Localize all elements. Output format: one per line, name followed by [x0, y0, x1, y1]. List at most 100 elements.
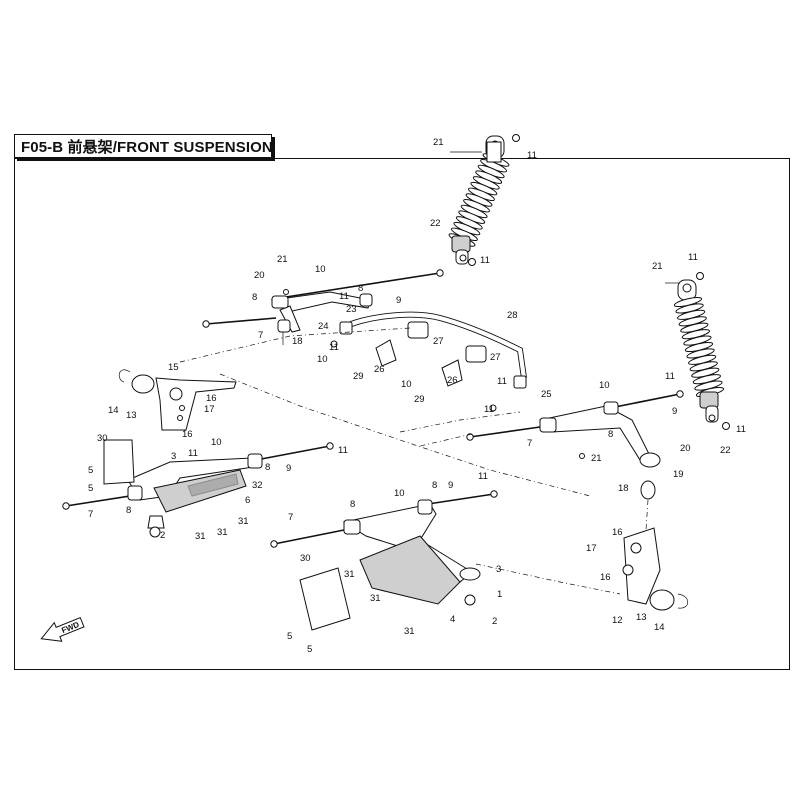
callout-number: 21: [652, 261, 663, 272]
callout-number: 9: [286, 463, 291, 474]
left-knuckle: [118, 369, 237, 431]
callout-number: 23: [346, 304, 357, 315]
callout-number: 5: [287, 631, 292, 642]
callout-number: 13: [636, 612, 647, 623]
callout-number: 31: [370, 593, 381, 604]
callout-number: 11: [339, 291, 349, 302]
callout-number: 16: [612, 527, 623, 538]
stabilizer-bar: [330, 311, 527, 412]
callout-number: 31: [404, 626, 415, 637]
diagram-title-box: F05-B 前悬架/FRONT SUSPENSION: [14, 134, 273, 158]
forward-direction-arrow: FWD: [40, 616, 85, 642]
callout-number: 11: [665, 371, 675, 382]
callout-number: 30: [300, 553, 311, 564]
callout-number: 10: [315, 264, 326, 275]
callout-number: 11: [188, 448, 198, 459]
callout-number: 8: [126, 505, 131, 516]
callout-number: 20: [254, 270, 265, 281]
callout-number: 5: [88, 483, 93, 494]
upper-right-arm: [466, 390, 684, 468]
assembly-guide-lines: [179, 327, 649, 595]
callout-number: 17: [204, 404, 215, 415]
callout-number: 6: [245, 495, 250, 506]
callout-number: 9: [396, 295, 401, 306]
callout-number: 11: [688, 252, 698, 263]
callout-number: 29: [414, 394, 425, 405]
callout-number: 26: [447, 375, 458, 386]
callout-number: 16: [182, 429, 193, 440]
callout-number: 12: [612, 615, 623, 626]
callout-number: 7: [88, 509, 93, 520]
callout-number: 22: [720, 445, 731, 456]
callout-number: 24: [318, 321, 329, 332]
callout-number: 11: [736, 424, 746, 435]
callout-number: 19: [673, 469, 684, 480]
callout-number: 11: [480, 255, 490, 266]
callout-number: 11: [497, 376, 507, 387]
callout-number: 2: [160, 530, 165, 541]
callout-number: 22: [430, 218, 441, 229]
callout-number: 27: [433, 336, 444, 347]
callout-number: 14: [654, 622, 665, 633]
callout-number: 9: [448, 480, 453, 491]
callout-number: 17: [586, 543, 597, 554]
callout-number: 18: [618, 483, 629, 494]
callout-number: 11: [484, 404, 494, 415]
callout-number: 8: [608, 429, 613, 440]
callout-number: 3: [171, 451, 176, 462]
callout-number: 8: [358, 283, 363, 294]
callout-number: 31: [217, 527, 228, 538]
callout-number: 16: [206, 393, 217, 404]
callout-number: 8: [252, 292, 257, 303]
callout-number: 30: [97, 433, 108, 444]
callout-number: 11: [329, 342, 339, 353]
callout-number: 2: [492, 616, 497, 627]
callout-number: 13: [126, 410, 137, 421]
callout-number: 31: [238, 516, 249, 527]
lower-center-arm: [270, 490, 498, 631]
callout-number: 5: [88, 465, 93, 476]
callout-number: 9: [672, 406, 677, 417]
callout-number: 26: [374, 364, 385, 375]
callout-number: 29: [353, 371, 364, 382]
callout-number: 21: [591, 453, 602, 464]
callout-number: 27: [490, 352, 501, 363]
callout-number: 15: [168, 362, 179, 373]
callout-number: 20: [680, 443, 691, 454]
callout-number: 7: [258, 330, 263, 341]
callout-number: 11: [527, 150, 537, 161]
callout-number: 3: [496, 564, 501, 575]
diagram-frame: [14, 158, 790, 670]
callout-number: 7: [288, 512, 293, 523]
callout-number: 10: [211, 437, 222, 448]
upper-left-arm: [202, 269, 444, 345]
callout-number: 31: [195, 531, 206, 542]
callout-number: 10: [599, 380, 610, 391]
callout-number: 5: [307, 644, 312, 655]
callout-number: 21: [433, 137, 444, 148]
right-shock-absorber: [665, 272, 730, 430]
right-knuckle: [622, 480, 689, 611]
callout-number: 16: [600, 572, 611, 583]
callout-number: 8: [350, 499, 355, 510]
callout-number: 11: [338, 445, 348, 456]
top-shock-absorber: [448, 134, 520, 266]
callout-number: 18: [292, 336, 303, 347]
callout-number: 8: [265, 462, 270, 473]
diagram-title: F05-B 前悬架/FRONT SUSPENSION: [21, 138, 273, 156]
callout-number: 8: [432, 480, 437, 491]
callout-number: 25: [541, 389, 552, 400]
callout-number: 1: [497, 589, 502, 600]
callout-number: 10: [394, 488, 405, 499]
callout-number: 31: [344, 569, 355, 580]
lower-left-arm: [62, 439, 334, 538]
callout-number: 32: [252, 480, 263, 491]
callout-number: 10: [317, 354, 328, 365]
callout-number: 28: [507, 310, 518, 321]
callout-number: 11: [478, 471, 488, 482]
callout-number: 7: [527, 438, 532, 449]
callout-number: 21: [277, 254, 288, 265]
